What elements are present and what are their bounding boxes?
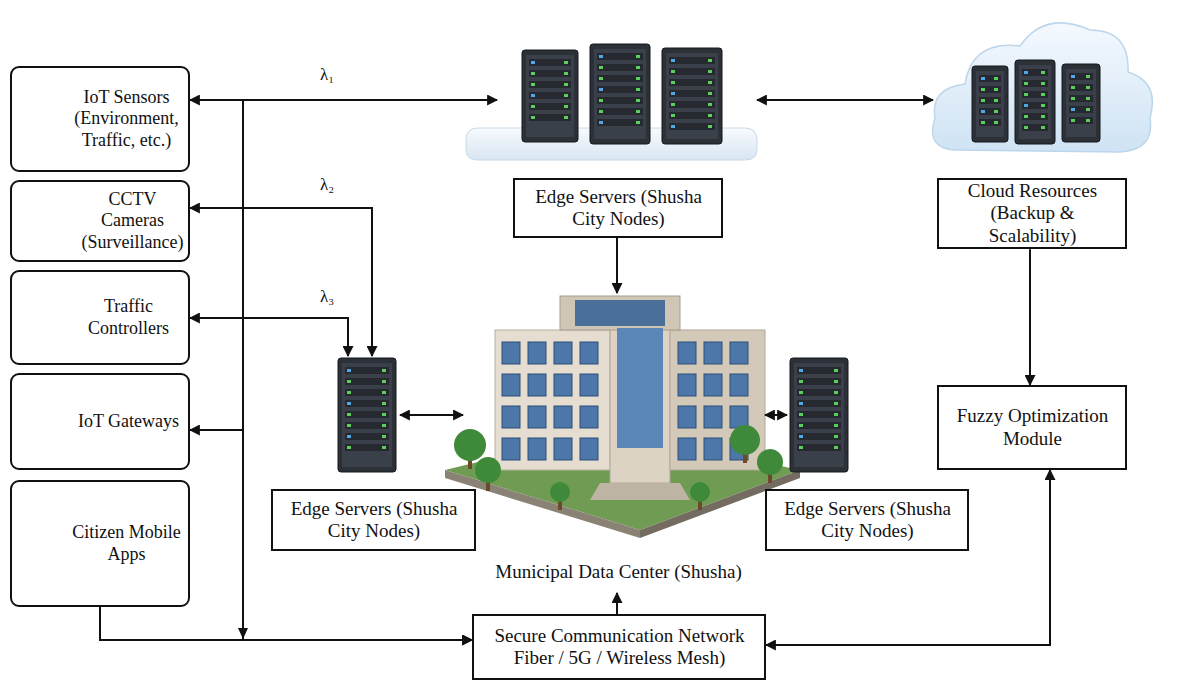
process-box: Cloud Resources (Backup & Scalability) [937, 178, 1127, 249]
server-rack [790, 358, 848, 472]
server-rack [590, 44, 650, 144]
process-box: Secure Communication Network Fiber / 5G … [472, 614, 766, 680]
server-rack [1062, 64, 1100, 142]
building-windows [502, 342, 748, 460]
process-box: CCTV Cameras (Surveillance) [10, 180, 190, 262]
edge-label: λ₃ [318, 288, 336, 307]
connector-arrow [766, 470, 1050, 645]
node-text: Citizen Mobile Apps [70, 522, 183, 564]
caption-node: Municipal Data Center (Shusha) [478, 551, 762, 593]
connector-arrow [190, 208, 372, 356]
connector-arrow [100, 607, 472, 640]
process-box: IoT Sensors (Environment, Traffic, etc.) [10, 66, 190, 172]
server-rack [662, 48, 722, 144]
process-box: Edge Servers (Shusha City Nodes) [271, 489, 476, 551]
node-text: Fuzzy Optimization Module [945, 405, 1120, 450]
server-rack [338, 358, 396, 472]
connector-arrow [1029, 249, 1031, 385]
process-box: Edge Servers (Shusha City Nodes) [513, 178, 723, 238]
process-box: Fuzzy Optimization Module [937, 385, 1127, 470]
edge-label: λ₂ [318, 176, 336, 195]
connector-arrow [400, 414, 463, 416]
node-text: IoT Sensors (Environment, Traffic, etc.) [70, 87, 183, 151]
process-box: Edge Servers (Shusha City Nodes) [765, 489, 969, 551]
process-box: IoT Gateways [10, 373, 190, 470]
server-rack [972, 66, 1008, 142]
connector-arrow [190, 100, 472, 640]
node-text: Secure Communication Network Fiber / 5G … [480, 625, 759, 670]
connector-arrow [190, 318, 348, 356]
node-text: Edge Servers (Shusha City Nodes) [521, 186, 716, 231]
cloud-shape [933, 23, 1153, 152]
connector-arrow [757, 99, 933, 101]
connector-arrow [616, 238, 618, 293]
node-text: Traffic Controllers [74, 296, 183, 338]
node-text: Edge Servers (Shusha City Nodes) [279, 498, 469, 543]
node-text: Edge Servers (Shusha City Nodes) [773, 498, 962, 543]
building [445, 296, 800, 538]
trees [454, 425, 783, 510]
node-text: CCTV Cameras (Surveillance) [82, 189, 184, 253]
server-rack [522, 50, 578, 142]
node-text: Municipal Data Center (Shusha) [495, 561, 741, 583]
server-rack [1015, 60, 1055, 144]
node-text: Cloud Resources (Backup & Scalability) [945, 180, 1120, 247]
edge-label: λ₁ [318, 66, 336, 85]
connector-arrow [616, 593, 618, 614]
process-box: Citizen Mobile Apps [10, 480, 190, 607]
process-box: Traffic Controllers [10, 270, 190, 365]
connector-arrow [765, 414, 787, 416]
node-text: IoT Gateways [78, 411, 179, 432]
